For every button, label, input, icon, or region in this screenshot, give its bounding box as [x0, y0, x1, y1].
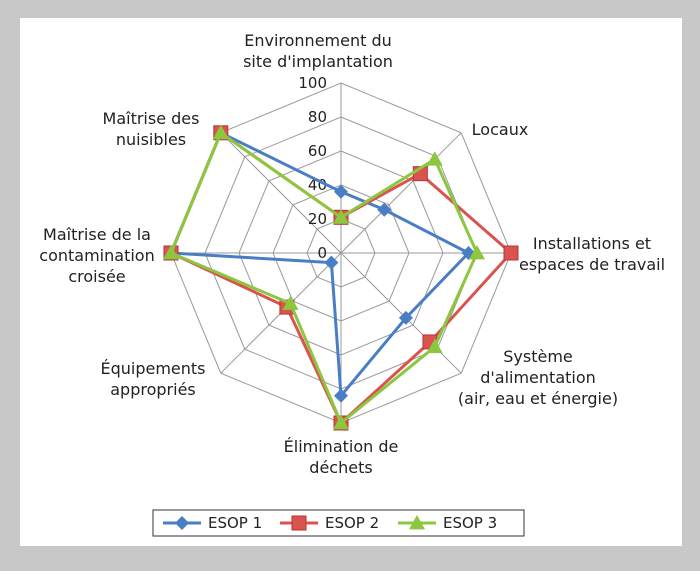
- legend-label: ESOP 2: [325, 514, 379, 532]
- data-point-series-3: [333, 415, 349, 430]
- category-label: Locaux: [472, 120, 529, 139]
- legend-marker: [291, 515, 307, 531]
- data-point-series-3: [426, 338, 443, 354]
- legend-marker: [409, 515, 425, 530]
- data-point-series-2: [503, 245, 519, 261]
- data-point-series-3: [333, 209, 349, 224]
- axis-spoke: [340, 252, 462, 374]
- legend-label: ESOP 1: [208, 514, 262, 532]
- data-point-series-1: [334, 388, 348, 403]
- legend-box: [152, 509, 525, 537]
- axis-spoke: [220, 132, 342, 254]
- tick-label: 40: [308, 176, 327, 194]
- data-point-series-3: [469, 245, 485, 260]
- legend-label: ESOP 3: [443, 514, 497, 532]
- data-point-series-3: [282, 295, 299, 310]
- data-point-series-1: [324, 255, 339, 270]
- data-point-series-3: [426, 151, 443, 166]
- tick-label: 60: [308, 142, 327, 160]
- data-point-series-3: [212, 124, 229, 140]
- tick-label: 0: [317, 244, 327, 262]
- data-point-series-1: [334, 184, 348, 199]
- chart-panel: [20, 18, 682, 546]
- tick-label: 100: [298, 74, 327, 92]
- data-point-series-3: [163, 245, 179, 260]
- data-point-series-1: [398, 310, 413, 325]
- tick-label: 20: [308, 210, 327, 228]
- legend-marker: [175, 516, 189, 530]
- data-point-series-1: [377, 202, 392, 217]
- tick-label: 80: [308, 108, 327, 126]
- axis-spoke: [340, 132, 462, 254]
